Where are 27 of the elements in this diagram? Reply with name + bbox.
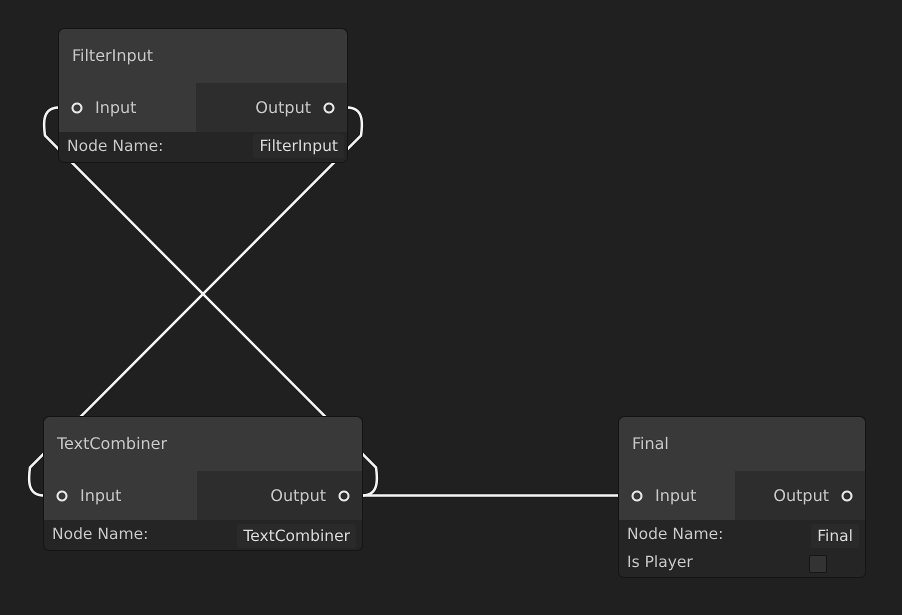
field-label: Node Name: — [52, 525, 148, 543]
text-field: Final — [811, 524, 859, 548]
node-title: TextCombiner — [57, 434, 168, 453]
input-port — [619, 471, 735, 520]
port-label: Output — [270, 486, 326, 505]
node-card — [43, 416, 363, 551]
text-field: FilterInput — [253, 134, 344, 158]
port-label: Input — [655, 486, 696, 505]
field-label: Node Name: — [627, 525, 724, 543]
connector-wire — [362, 494, 619, 497]
text-field: TextCombiner — [237, 524, 356, 548]
field-label: Is Player — [627, 553, 693, 571]
port-label: Input — [95, 98, 136, 117]
node-card — [618, 416, 866, 578]
node-title: FilterInput — [72, 46, 154, 65]
input-port — [59, 83, 196, 132]
port-label: Output — [773, 486, 829, 505]
input-port — [44, 471, 197, 520]
field-label: Node Name: — [67, 137, 164, 155]
node-title: Final — [632, 434, 669, 453]
output-port — [197, 471, 362, 520]
port-label: Input — [80, 486, 122, 505]
port-label: Output — [255, 98, 311, 117]
output-port — [735, 471, 865, 520]
checkbox — [809, 555, 827, 573]
node-card — [58, 28, 348, 163]
output-port — [196, 83, 347, 132]
